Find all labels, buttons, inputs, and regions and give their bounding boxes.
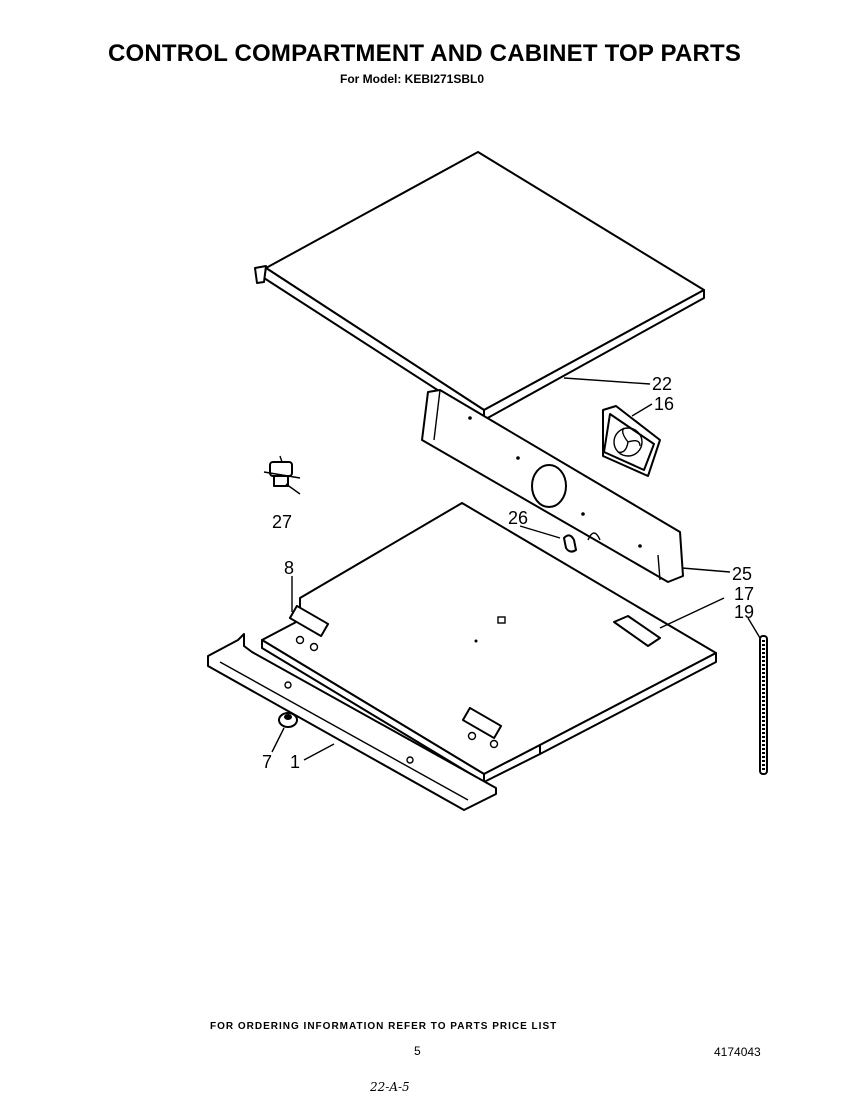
leader-19 (747, 617, 761, 639)
callout-19: 19 (734, 602, 754, 622)
rear-control-panel (421, 389, 684, 583)
callout-8: 8 (284, 558, 294, 578)
cabinet-top-panel (254, 151, 705, 421)
callout-26: 26 (508, 508, 528, 528)
leader-17 (659, 597, 725, 629)
ordering-note: FOR ORDERING INFORMATION REFER TO PARTS … (210, 1021, 558, 1032)
document-number: 4174043 (714, 1045, 761, 1059)
control-compartment-base (261, 502, 717, 783)
leader-22 (563, 377, 651, 385)
thermostat (263, 455, 301, 495)
leader-1 (303, 743, 335, 761)
callout-17: 17 (734, 584, 754, 604)
page-number: 5 (414, 1044, 421, 1058)
model-line: For Model: KEBI271SBL0 (340, 72, 485, 86)
leader-26 (519, 525, 561, 539)
callout-27: 27 (272, 512, 292, 532)
callout-16: 16 (654, 394, 674, 414)
clip (563, 534, 577, 553)
callout-1: 1 (290, 752, 300, 772)
leader-16 (631, 403, 653, 417)
callout-25: 25 (732, 564, 752, 584)
callout-22: 22 (652, 374, 672, 394)
handwritten-date: 22-A-5 (370, 1080, 410, 1094)
front-trim-strip (207, 633, 497, 811)
leader-7 (271, 727, 285, 753)
callout-7: 7 (262, 752, 272, 772)
leader-25 (681, 567, 731, 573)
cooling-fan (602, 405, 661, 477)
bumper (278, 712, 298, 728)
page-title: CONTROL COMPARTMENT AND CABINET TOP PART… (108, 40, 742, 67)
gasket-strip (759, 635, 768, 775)
